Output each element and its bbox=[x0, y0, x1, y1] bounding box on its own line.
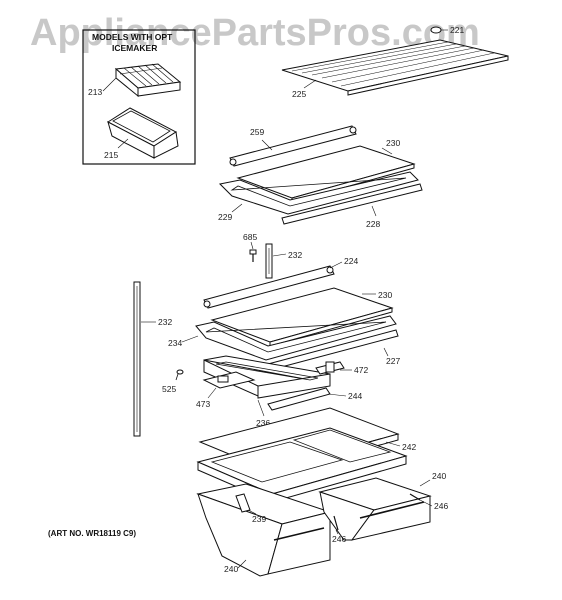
callout-224: 224 bbox=[344, 256, 358, 266]
callout-234: 234 bbox=[168, 338, 182, 348]
slide-473[interactable] bbox=[202, 371, 256, 389]
callout-232-long: 232 bbox=[158, 317, 172, 327]
shelf-rail-228[interactable] bbox=[281, 183, 423, 225]
icemaker-inset: MODELS WITH OPT ICEMAKER 213 215 bbox=[82, 29, 196, 165]
callout-230-middle: 230 bbox=[378, 290, 392, 300]
callout-239: 239 bbox=[252, 514, 266, 524]
callout-229: 229 bbox=[218, 212, 232, 222]
ladder-bracket-232-long[interactable] bbox=[133, 281, 141, 437]
ice-tray-part[interactable] bbox=[114, 63, 182, 98]
callout-232-small: 232 bbox=[288, 250, 302, 260]
ice-bucket-part[interactable] bbox=[107, 107, 179, 159]
callout-246-center: 246 bbox=[332, 534, 346, 544]
slide-472[interactable] bbox=[315, 361, 345, 375]
glass-shelf-230-middle[interactable] bbox=[210, 287, 394, 347]
callout-244: 244 bbox=[348, 391, 362, 401]
callout-246-right: 246 bbox=[434, 501, 448, 511]
crisper-drawer-right-240[interactable] bbox=[318, 477, 432, 541]
callout-473: 473 bbox=[196, 399, 210, 409]
crisper-drawer-left-240[interactable] bbox=[196, 483, 332, 577]
pin-246-center[interactable] bbox=[333, 515, 339, 531]
callout-240-left: 240 bbox=[224, 564, 238, 574]
screw-685[interactable] bbox=[249, 249, 257, 262]
callout-230-upper: 230 bbox=[386, 138, 400, 148]
shelf-bracket-221[interactable] bbox=[430, 26, 448, 34]
callout-228: 228 bbox=[366, 219, 380, 229]
callout-221: 221 bbox=[450, 25, 464, 35]
clip-525[interactable] bbox=[175, 369, 184, 381]
wire-shelf-225[interactable] bbox=[281, 39, 509, 96]
art-number: (ART NO. WR18119 C9) bbox=[48, 529, 136, 538]
callout-525: 525 bbox=[162, 384, 176, 394]
callout-242: 242 bbox=[402, 442, 416, 452]
pin-246-right[interactable] bbox=[409, 493, 421, 501]
divider-239[interactable] bbox=[235, 493, 251, 513]
callout-240-right: 240 bbox=[432, 471, 446, 481]
shelf-front-trim-224[interactable] bbox=[203, 265, 335, 309]
callout-215: 215 bbox=[104, 150, 118, 160]
callout-472: 472 bbox=[354, 365, 368, 375]
shelf-front-trim-259[interactable] bbox=[229, 125, 357, 167]
inset-title-line2: ICEMAKER bbox=[112, 43, 157, 53]
callout-225: 225 bbox=[292, 89, 306, 99]
callout-227: 227 bbox=[386, 356, 400, 366]
ladder-bracket-232-small[interactable] bbox=[265, 243, 273, 279]
callout-685: 685 bbox=[243, 232, 257, 242]
callout-213: 213 bbox=[88, 87, 102, 97]
inset-title-line1: MODELS WITH OPT bbox=[92, 32, 173, 42]
shelf-frame-234[interactable] bbox=[195, 315, 397, 361]
callout-259: 259 bbox=[250, 127, 264, 137]
callout-236: 236 bbox=[256, 418, 270, 428]
shelf-frame-229[interactable] bbox=[218, 171, 419, 215]
